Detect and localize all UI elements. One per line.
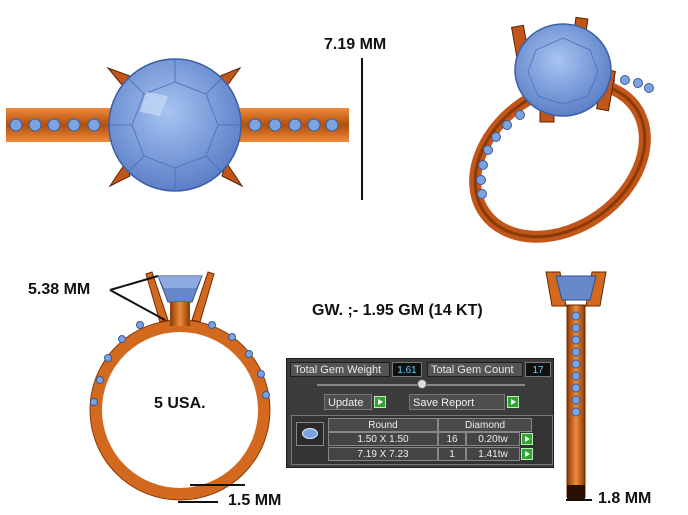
row-1-size: 1.50 X 1.50 (328, 432, 438, 446)
shank-side-dimension-label: 1.8 MM (598, 490, 652, 507)
column-header-round: Round (328, 418, 438, 432)
save-report-play-arrow-icon[interactable] (507, 396, 519, 408)
gem-table: Round Diamond 1.50 X 1.50 16 0.20tw 7.19… (291, 415, 553, 465)
row-2-weight: 1.41tw (466, 447, 520, 461)
head-width-leader-top (109, 275, 159, 291)
row-1-count: 16 (438, 432, 466, 446)
side-view-ring (545, 271, 607, 499)
row-1-weight: 0.20tw (466, 432, 520, 446)
row-2-size: 7.19 X 7.23 (328, 447, 438, 461)
total-gem-count-label: Total Gem Count (427, 362, 523, 377)
save-report-button[interactable]: Save Report (409, 394, 505, 410)
slider-knob-icon[interactable] (417, 379, 427, 389)
gem-thumbnail-icon[interactable] (296, 422, 324, 446)
row-2-play-arrow-icon[interactable] (521, 448, 533, 460)
total-gem-weight-value: 1.61 (392, 362, 422, 377)
front-view-ring (89, 271, 271, 501)
update-button-label: Update (328, 397, 364, 409)
shank-bottom-dimension-label: 1.5 MM (228, 492, 282, 509)
head-width-dimension-label: 5.38 MM (28, 281, 91, 298)
perspective-center-stone (514, 23, 612, 117)
row-1-play-arrow-icon[interactable] (521, 433, 533, 445)
perspective-view-ring (469, 16, 654, 243)
update-button[interactable]: Update (324, 394, 372, 410)
height-dimension-label: 7.19 MM (324, 36, 387, 53)
column-header-diamond: Diamond (438, 418, 532, 432)
row-2-count: 1 (438, 447, 466, 461)
total-gem-count-value: 17 (525, 362, 551, 377)
gem-report-panel: Total Gem Weight 1.61 Total Gem Count 17… (286, 358, 554, 468)
ring-size-label: 5 USA. (154, 395, 206, 412)
gold-weight-label: GW. ;- 1.95 GM (14 KT) (312, 302, 483, 319)
top-view-ring (6, 58, 349, 192)
total-gem-weight-label: Total Gem Weight (290, 362, 390, 377)
update-play-arrow-icon[interactable] (374, 396, 386, 408)
head-width-leader-bottom (109, 289, 166, 321)
save-report-button-label: Save Report (413, 397, 475, 409)
